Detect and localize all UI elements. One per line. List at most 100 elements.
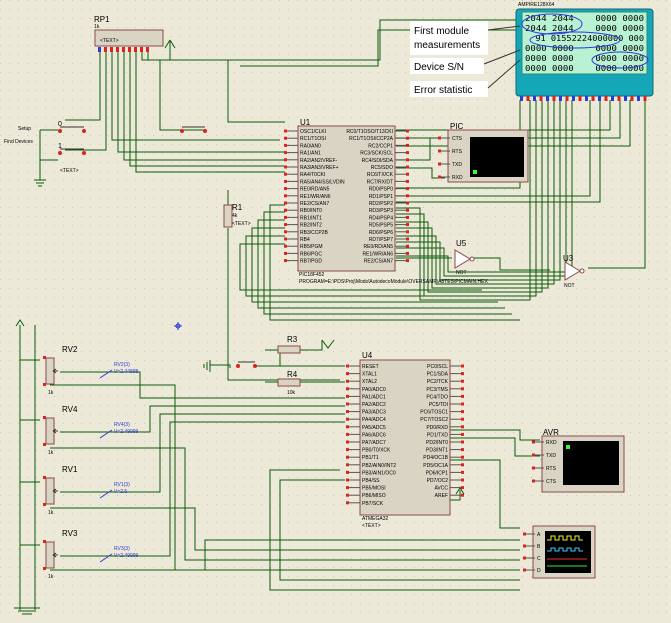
- u1-pin-label: RC1/T1OSI/CCP2A: [349, 136, 394, 142]
- u4-pin-label: PC5/TDI: [429, 402, 448, 408]
- u4-pin-label: PB3/AIN1/OC0: [362, 470, 396, 476]
- pot-body: [45, 477, 55, 505]
- u4-pin-marker: [461, 455, 464, 459]
- lcd-pin: [526, 96, 530, 101]
- u4-atmega32[interactable]: U4 RESETXTAL1XTAL2PA0/ADC0PA1/ADC1PA2/AD…: [346, 351, 464, 529]
- lcd-pin: [559, 96, 562, 101]
- u1-pin-marker: [406, 223, 409, 227]
- u1-pin-label: RB0/INT0: [300, 208, 322, 214]
- scope-trace-a: [547, 535, 583, 541]
- pot-body: [45, 417, 55, 445]
- probe-name: RV1(3): [114, 482, 130, 488]
- u1-pin-marker: [406, 215, 409, 219]
- lcd-pin: [611, 96, 614, 101]
- u4-pin-label: XTAL2: [362, 379, 377, 385]
- u5-ref: U5: [456, 239, 467, 248]
- u4-pin-marker: [461, 364, 464, 368]
- vcc-icon: [321, 339, 335, 349]
- r4-resistor[interactable]: R4 10k: [277, 370, 301, 396]
- u4-pin-marker: [346, 440, 349, 444]
- u4-pin-label: RESET: [362, 364, 379, 370]
- u1-pin-marker: [406, 251, 409, 255]
- u3-not-gate[interactable]: U3 NOT: [563, 254, 585, 289]
- u4-pin-label: PD4/OC1B: [423, 455, 448, 461]
- u4-pin-label: PD1/TXD: [427, 432, 449, 438]
- u4-pin-label: PC1/SDA: [427, 372, 449, 378]
- probe-voltage: V=2.49999: [114, 553, 139, 559]
- pot-body: [45, 357, 55, 385]
- u1-pin-marker: [284, 201, 287, 205]
- u1-pin-marker: [284, 151, 287, 155]
- reset-switch[interactable]: [236, 361, 257, 368]
- r1-resistor[interactable]: R1 4k <TEXT>: [223, 203, 251, 228]
- oscilloscope-pin-label: A: [537, 532, 541, 538]
- u1-pin-label: RA5/AN4/SS/LVDIN: [300, 179, 345, 185]
- u4-pin-label: PC2/TCK: [427, 379, 449, 385]
- u1-pin-label: RC1/T1OSI: [300, 136, 326, 142]
- ground-icon-bottom: [14, 607, 40, 615]
- u4-body: [359, 359, 451, 516]
- u4-pin-marker: [346, 402, 349, 406]
- pot-body: [45, 541, 55, 569]
- u4-pin-label: PC4/TDO: [426, 394, 448, 400]
- pot-ref: RV4: [62, 405, 78, 414]
- u4-pin-marker: [461, 394, 464, 398]
- u1-pin-marker: [284, 143, 287, 147]
- avr-terminal-pin-label: CTS: [546, 479, 557, 485]
- avr-terminal-pin-marker: [532, 466, 535, 470]
- r3-ref: R3: [287, 335, 298, 344]
- u1-pin-marker: [406, 208, 409, 212]
- pic-terminal-pin-marker: [438, 175, 441, 179]
- u1-pin-label: RB1/INT1: [300, 215, 322, 221]
- u1-pin-label: RB5/PGM: [300, 244, 323, 250]
- oscilloscope-pin-label: B: [537, 544, 541, 550]
- lcd-pin: [565, 96, 569, 101]
- switch-setup[interactable]: Setup 0: [18, 121, 86, 133]
- u1-pin-marker: [406, 136, 409, 140]
- lcd-pin: [533, 96, 536, 101]
- u5-not-gate[interactable]: U5 NOT: [454, 239, 475, 276]
- u4-pin-marker: [346, 425, 349, 429]
- switch-find-devices[interactable]: Find Devices 1: [4, 139, 86, 155]
- u1-pin-label: RA4/T0CKI: [300, 172, 325, 178]
- pic-terminal-title: PIC: [450, 122, 464, 131]
- u4-pin-marker: [461, 470, 464, 474]
- u1-pin-marker: [284, 251, 287, 255]
- lcd-pin: [572, 96, 575, 101]
- switch-middle[interactable]: [180, 126, 207, 133]
- u1-pin-label: RA0/AN0: [300, 143, 321, 149]
- u4-pin-marker: [461, 417, 464, 421]
- lcd-pin: [520, 96, 523, 101]
- u1-pin-marker: [284, 208, 287, 212]
- switch-text-placeholder: <TEXT>: [60, 168, 79, 174]
- u1-pin-marker: [406, 230, 409, 234]
- u4-pin-marker: [346, 463, 349, 467]
- r3-resistor[interactable]: R3 10k: [277, 335, 301, 355]
- u4-pin-marker: [346, 493, 349, 497]
- u4-right-pins: PC0/SCLPC1/SDAPC2/TCKPC3/TMSPC4/TDOPC5/T…: [420, 364, 464, 499]
- u1-pin-marker: [284, 215, 287, 219]
- u4-pin-marker: [346, 501, 349, 505]
- u4-pin-label: PA3/ADC3: [362, 410, 386, 416]
- u1-pin-label: RD0/PSP0: [369, 187, 393, 193]
- power-icon-left: [15, 319, 25, 327]
- rp1-resistor-pack[interactable]: RP1 1k <TEXT>: [94, 15, 164, 52]
- u1-pin-marker: [284, 179, 287, 183]
- u1-body: [297, 125, 396, 272]
- u4-pin-marker: [461, 379, 464, 383]
- u1-pic18f452[interactable]: U1 OSC1/CLKIRC1/T1OSIRA0/AN0RA1/AN1RA2/A…: [284, 118, 488, 285]
- rp1-value: 1k: [94, 24, 100, 30]
- u4-pin-marker: [461, 448, 464, 452]
- u1-pin-marker: [284, 172, 287, 176]
